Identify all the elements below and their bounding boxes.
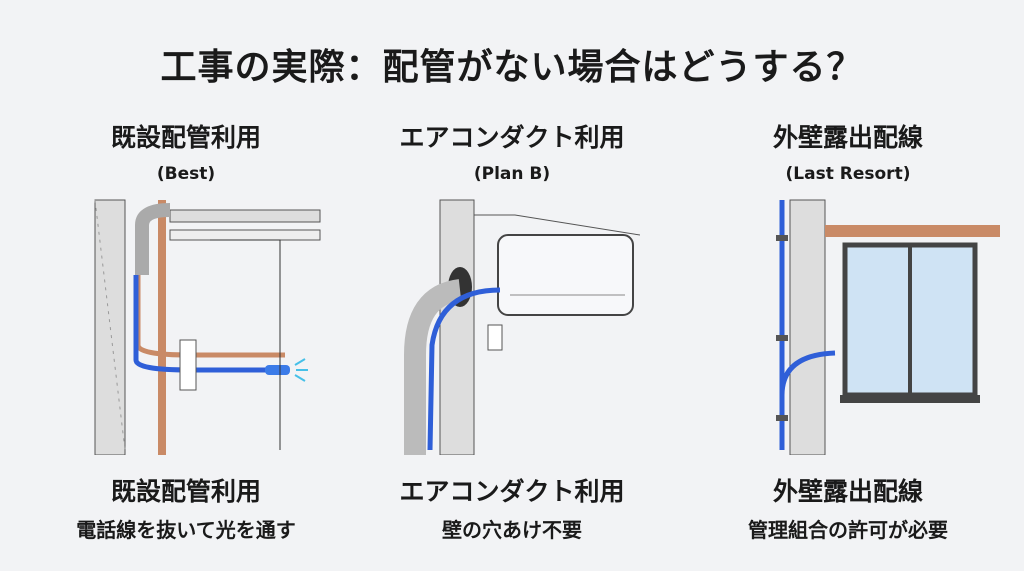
cable-clip [776, 415, 788, 421]
foot-title: 外壁露出配線 [772, 477, 923, 506]
exterior-wiring-illustration [776, 199, 1000, 455]
heading: 外壁露出配線 [772, 123, 923, 152]
outlet [487, 324, 503, 351]
page-title: 工事の実際：配管がない場合はどうする？ [160, 47, 864, 88]
wall-outlet [179, 339, 197, 391]
cable-clip [776, 335, 788, 341]
air-conditioner-icon [497, 234, 634, 316]
window-sill [840, 395, 980, 403]
ceiling [169, 229, 321, 241]
column-exterior-wiring-footer: 外壁露出配線 管理組合の許可が必要 [683, 472, 1013, 543]
fiber-connector [265, 365, 290, 375]
foot-title: エアコンダクト利用 [399, 477, 625, 506]
fiber-entry [779, 350, 836, 396]
foot-desc: 管理組合の許可が必要 [748, 518, 948, 542]
conduit-bend [135, 203, 171, 275]
existing-conduit-illustration [94, 199, 321, 455]
ceiling-conduit [169, 209, 321, 223]
exterior-wall [789, 199, 826, 455]
aircon-duct-illustration [404, 199, 640, 455]
column-aircon-duct-footer: エアコンダクト利用 壁の穴あけ不要 [347, 472, 677, 543]
tag: (Last Resort) [785, 164, 911, 184]
heading: 既設配管利用 [110, 123, 261, 152]
column-existing-conduit-header: 既設配管利用 (Best) [21, 118, 351, 184]
room-outline [210, 239, 281, 450]
wall-stud [158, 200, 166, 455]
foot-desc: 壁の穴あけ不要 [442, 518, 582, 542]
foot-title: 既設配管利用 [110, 477, 261, 506]
tag: (Best) [156, 164, 216, 184]
tag: (Plan B) [473, 164, 551, 184]
fiber-cable [427, 287, 501, 451]
column-aircon-duct-header: エアコンダクト利用 (Plan B) [347, 118, 677, 184]
column-existing-conduit-footer: 既設配管利用 電話線を抜いて光を通す [21, 472, 351, 543]
eave [825, 225, 1000, 237]
wall-hatch [94, 199, 126, 451]
wall-section [439, 199, 475, 455]
room-outline [474, 214, 640, 236]
foot-desc: 電話線を抜いて光を通す [76, 518, 296, 542]
column-exterior-wiring-header: 外壁露出配線 (Last Resort) [683, 118, 1013, 184]
aircon-duct [404, 279, 462, 455]
light-icon [294, 358, 308, 382]
heading: エアコンダクト利用 [399, 123, 625, 152]
cable-clip [776, 235, 788, 241]
